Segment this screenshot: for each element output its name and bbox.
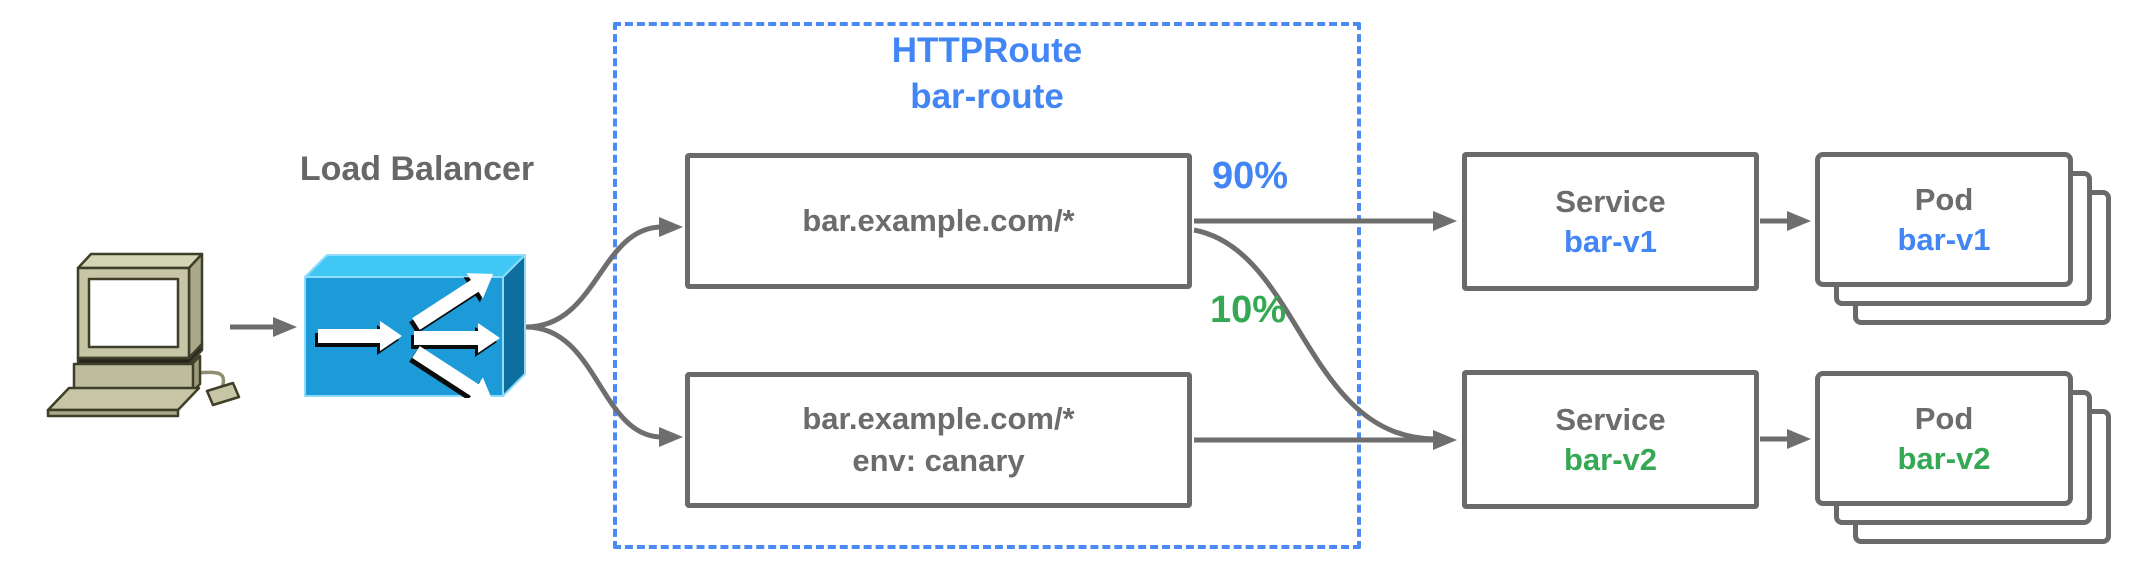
weight-label-10: 10%: [1210, 289, 1287, 331]
service-v2-kind: Service: [1555, 401, 1666, 437]
pod-v2-name: bar-v2: [1897, 440, 1991, 476]
service-bar-v2-box: Service bar-v2: [1462, 370, 1759, 509]
httproute-name-label: bar-route: [910, 77, 1064, 116]
load-balancer-label: Load Balancer: [299, 150, 535, 188]
mouse-icon: [205, 381, 241, 407]
httproute-group-boundary: [613, 22, 1361, 549]
curve-10pct-to-service-v2: [1193, 227, 1435, 442]
pod-stack-bar-v2: Pod bar-v2: [1815, 371, 2111, 544]
route-rule-primary-box: bar.example.com/*: [685, 153, 1192, 289]
httproute-title: HTTPRoute bar-route: [613, 28, 1361, 120]
pod-stack-bar-v1: Pod bar-v1: [1815, 152, 2111, 325]
weight-label-90: 90%: [1212, 155, 1289, 197]
pod-v2-kind: Pod: [1914, 400, 1974, 436]
service-bar-v1-box: Service bar-v1: [1462, 152, 1759, 291]
load-balancer-icon: [304, 254, 526, 398]
desktop-computer-icon: [46, 252, 241, 418]
arrow-lb-to-primary-rule: [525, 217, 683, 330]
service-v2-name: bar-v2: [1563, 441, 1658, 477]
arrow-lb-to-canary-rule: [525, 324, 683, 447]
route-rule-canary-match: bar.example.com/*: [802, 401, 1075, 436]
httproute-kind-label: HTTPRoute: [891, 31, 1083, 70]
pod-v1-kind: Pod: [1914, 181, 1974, 217]
route-rule-primary-match: bar.example.com/*: [802, 203, 1075, 238]
route-rule-canary-box: bar.example.com/* env: canary: [685, 372, 1192, 508]
pod-bar-v2-box: Pod bar-v2: [1815, 371, 2073, 506]
service-v1-name: bar-v1: [1563, 223, 1658, 259]
service-v1-kind: Service: [1555, 183, 1666, 219]
lb-split-arrows: [318, 273, 500, 398]
pod-bar-v1-box: Pod bar-v1: [1815, 152, 2073, 287]
route-rule-canary-header: env: canary: [852, 443, 1025, 478]
pod-v1-name: bar-v1: [1897, 221, 1991, 257]
